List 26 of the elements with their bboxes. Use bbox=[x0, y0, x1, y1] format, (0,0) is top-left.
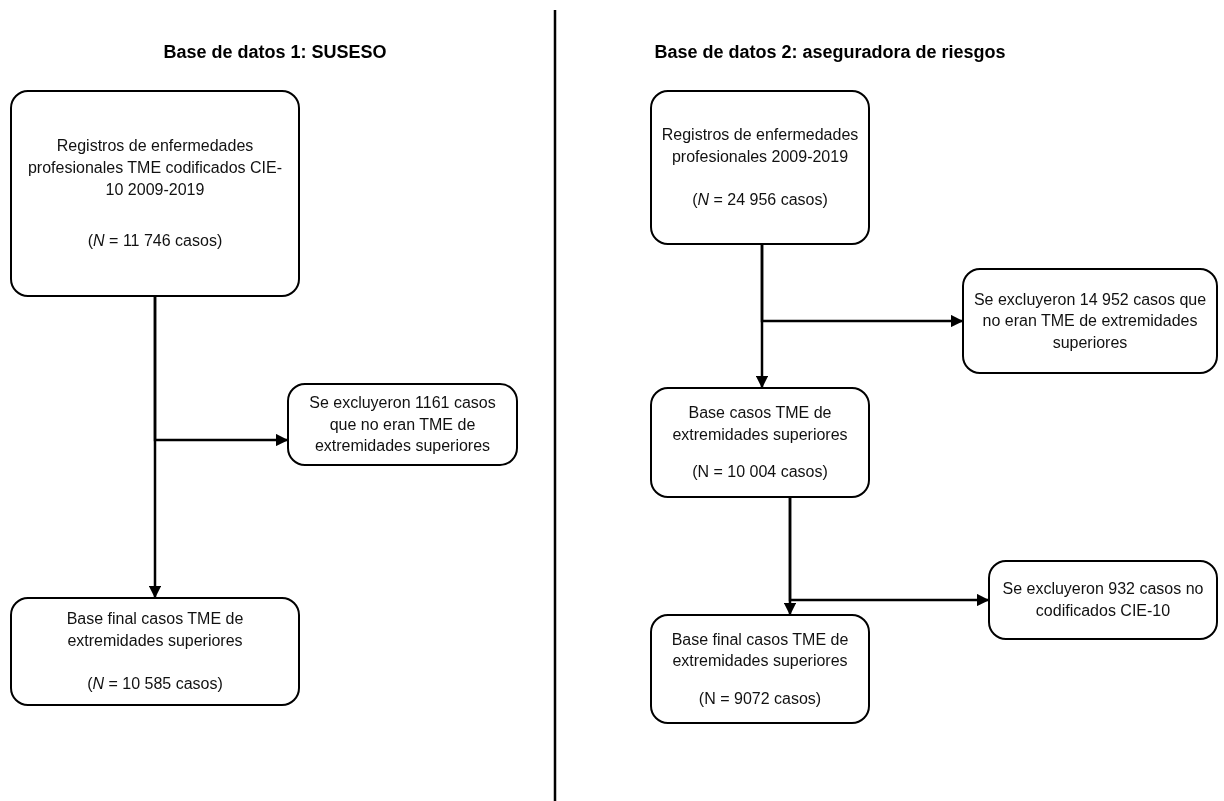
section-heading: Base de datos 2: aseguradora de riesgos bbox=[654, 42, 1006, 63]
box-text: Se excluyeron 1161 casos que no eran TME de extremidades superiores bbox=[308, 393, 497, 457]
arrow bbox=[783, 498, 797, 616]
box-text: Registros de enfermedades profesionales 2009-2019 bbox=[660, 125, 860, 167]
process-box bbox=[10, 90, 300, 297]
box-text: Se excluyeron 932 casos no codificados CIE-10 bbox=[1001, 579, 1205, 621]
process-box bbox=[650, 90, 870, 245]
process-box bbox=[287, 383, 518, 466]
box-text: Registros de enfermedades profesionales TME codificados CIE-10 2009-2019 bbox=[26, 136, 283, 200]
process-box bbox=[650, 387, 870, 498]
arrow bbox=[148, 297, 162, 599]
process-box bbox=[650, 614, 870, 724]
box-text: Se excluyeron 14 952 casos que no eran TME de extremidades superiores bbox=[972, 289, 1208, 353]
box-text: Base final casos TME de extremidades superiores bbox=[670, 629, 850, 672]
section-heading: Base de datos 1: SUSESO bbox=[163, 42, 387, 63]
process-box bbox=[988, 560, 1218, 640]
arrow bbox=[755, 245, 769, 389]
box-text: (N = 24 956 casos) bbox=[692, 190, 828, 211]
box-text: (N = 10 004 casos) bbox=[692, 462, 828, 483]
box-text: (N = 10 585 casos) bbox=[87, 674, 223, 695]
box-text: Base final casos TME de extremidades superiores bbox=[65, 609, 245, 651]
box-text: Base casos TME de extremidades superiores bbox=[671, 403, 849, 445]
box-text: (N = 11 746 casos) bbox=[87, 231, 223, 252]
process-box bbox=[962, 268, 1218, 374]
process-box bbox=[10, 597, 300, 706]
box-text: (N = 9072 casos) bbox=[698, 688, 822, 709]
